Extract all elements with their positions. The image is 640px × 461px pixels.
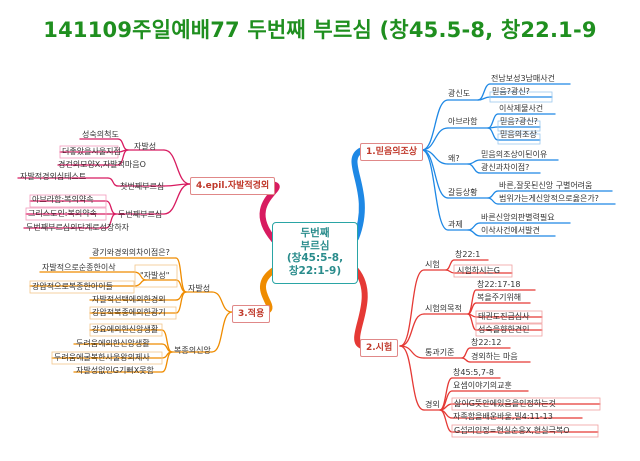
item-label: 창45:5,7-8 bbox=[453, 368, 494, 377]
item-label: 바른신앙의판별력필요 bbox=[481, 213, 555, 222]
item-label: 두번째부르심의단계로성장하자 bbox=[26, 223, 130, 232]
subtopic-label: 갈등상황 bbox=[448, 188, 478, 197]
item-label: 더좋았을사울지점 bbox=[62, 147, 121, 156]
item-label: 강요에의한신앙생활 bbox=[92, 325, 159, 334]
center-line: 두번째 bbox=[300, 227, 330, 239]
subtopic-label: 자발성 bbox=[188, 284, 211, 293]
item-box-b2-s2-1 bbox=[475, 310, 543, 324]
item-box-b2-s4-2 bbox=[451, 424, 599, 438]
item-label: 창22:17-18 bbox=[477, 280, 521, 289]
item-label: 복을주기위해 bbox=[477, 293, 522, 302]
topic-4: 4.epil.자발적경외 bbox=[190, 177, 276, 195]
item-label: 이삭사건에서발견 bbox=[481, 226, 540, 235]
item-box-b2-s2-2 bbox=[475, 323, 543, 337]
connector-branch-2 bbox=[353, 267, 368, 349]
item-label: 이삭제물사건 bbox=[499, 104, 544, 113]
item-box-b4-s1-1 bbox=[59, 145, 119, 159]
item-label: "자발성" bbox=[140, 271, 170, 280]
item-label: 요셉이야기의교훈 bbox=[453, 381, 512, 390]
item-box-b2-s1-1 bbox=[453, 264, 513, 278]
item-box-b3-s2-2 bbox=[51, 351, 163, 365]
subtopic-label: 경외 bbox=[425, 400, 440, 409]
item-label: G섭리인정=현실순응X,현실극복O bbox=[454, 426, 570, 435]
item-box-b1-s2-2 bbox=[497, 133, 541, 145]
subtopic-label: 첫번째부르심 bbox=[120, 182, 165, 191]
item-label: 성숙을향한견인 bbox=[478, 325, 530, 334]
item-label: 강압적으로복종한아이들 bbox=[32, 282, 113, 291]
item-box-b4-s3-2 bbox=[29, 194, 107, 208]
item-label: 범위가는게신앙적으로옳은가? bbox=[499, 194, 599, 203]
item-label: 자발적선택에의한경외 bbox=[92, 295, 166, 304]
subtopic-label: 시험의목적 bbox=[425, 304, 462, 313]
item-box-b2-s4-1 bbox=[451, 397, 601, 411]
item-label: 창22:1 bbox=[455, 250, 481, 259]
item-label: 광신과차이점? bbox=[481, 163, 530, 172]
item-label: 시험하시는G bbox=[457, 266, 500, 275]
item-label: 태권도진급심사 bbox=[478, 312, 530, 321]
item-box-b4-s3-1 bbox=[25, 207, 107, 221]
subtopic-label: 과제 bbox=[448, 220, 463, 229]
item-label: 두려움에의한신앙생활 bbox=[76, 339, 150, 348]
item-label: 두려움에굴복한사울왕의제사 bbox=[54, 353, 150, 362]
item-label: 그리스도인:복의약속 bbox=[28, 209, 97, 218]
item-label: 광기와경외의차이점은? bbox=[92, 248, 170, 257]
item-box-b3-s2-1 bbox=[89, 323, 163, 337]
item-label: 아브라함:복의약속 bbox=[32, 195, 94, 204]
item-box-b1-s2-1 bbox=[497, 120, 541, 132]
subtopic-label: 자발성 bbox=[134, 142, 157, 151]
item-label: 믿음의조상 bbox=[500, 130, 537, 139]
subtopic-label: 광신도 bbox=[448, 89, 471, 98]
item-label: 성숙의척도 bbox=[82, 130, 119, 139]
center-line: (창45:5-8, bbox=[286, 252, 344, 264]
item-label: 자발성없인G기뻐X못함 bbox=[76, 366, 154, 375]
item-label: 창22:12 bbox=[471, 338, 502, 347]
center-line: 부르심 bbox=[300, 239, 330, 252]
item-label: 믿음?광신? bbox=[500, 117, 538, 126]
center-line: 창22:1-9) bbox=[288, 264, 342, 277]
item-box-b3-s1-3 bbox=[89, 306, 177, 320]
subtopic-label: 통과기준 bbox=[425, 348, 455, 357]
subtopic-label: 시험 bbox=[425, 260, 440, 269]
center-node: 두번째 부르심 (창45:5-8, 창22:1-9) bbox=[272, 222, 358, 284]
item-label: 바른,잘못된신앙 구별어려움 bbox=[499, 181, 593, 190]
subtopic-label: 왜? bbox=[448, 154, 460, 163]
topic-1: 1.믿음의조상 bbox=[360, 143, 424, 161]
item-box-b3-s1-2 bbox=[29, 280, 135, 294]
connector-branch-1 bbox=[351, 147, 365, 241]
item-label: 믿음의조상이된이유 bbox=[481, 150, 548, 159]
item-label: 자발적으로순종한이삭 bbox=[42, 263, 116, 272]
subtopic-label: 아브라함 bbox=[448, 117, 478, 126]
subtopic-label: 두번째부르심 bbox=[118, 210, 163, 219]
item-label: 경건의모양X,자발적마음O bbox=[58, 160, 146, 169]
item-box-b3-s1-1 bbox=[134, 264, 178, 288]
topic-3: 3.적용 bbox=[232, 305, 271, 323]
item-label: 전남보성3남매사건 bbox=[491, 74, 555, 83]
subtopic-label: 복종의신앙 bbox=[174, 346, 211, 355]
item-box-b1-s1-1 bbox=[489, 91, 553, 103]
item-label: 자발적경외심테스트 bbox=[20, 172, 87, 181]
item-label: 믿음?광신? bbox=[492, 87, 530, 96]
item-label: 삶이G뜻안에있음을인정하는것 bbox=[454, 399, 556, 408]
topic-2: 2.시험 bbox=[360, 339, 399, 357]
item-label: 강압적복종에의한광기 bbox=[92, 308, 166, 317]
item-label: 자족함을배운바울,빌4:11-13 bbox=[453, 412, 553, 421]
page-title: 141109주일예배77 두번째 부르심 (창45.5-8, 창22.1-9 bbox=[43, 18, 597, 42]
connector-branch-4 bbox=[259, 181, 280, 243]
item-label: 경외하는 마음 bbox=[471, 352, 518, 361]
